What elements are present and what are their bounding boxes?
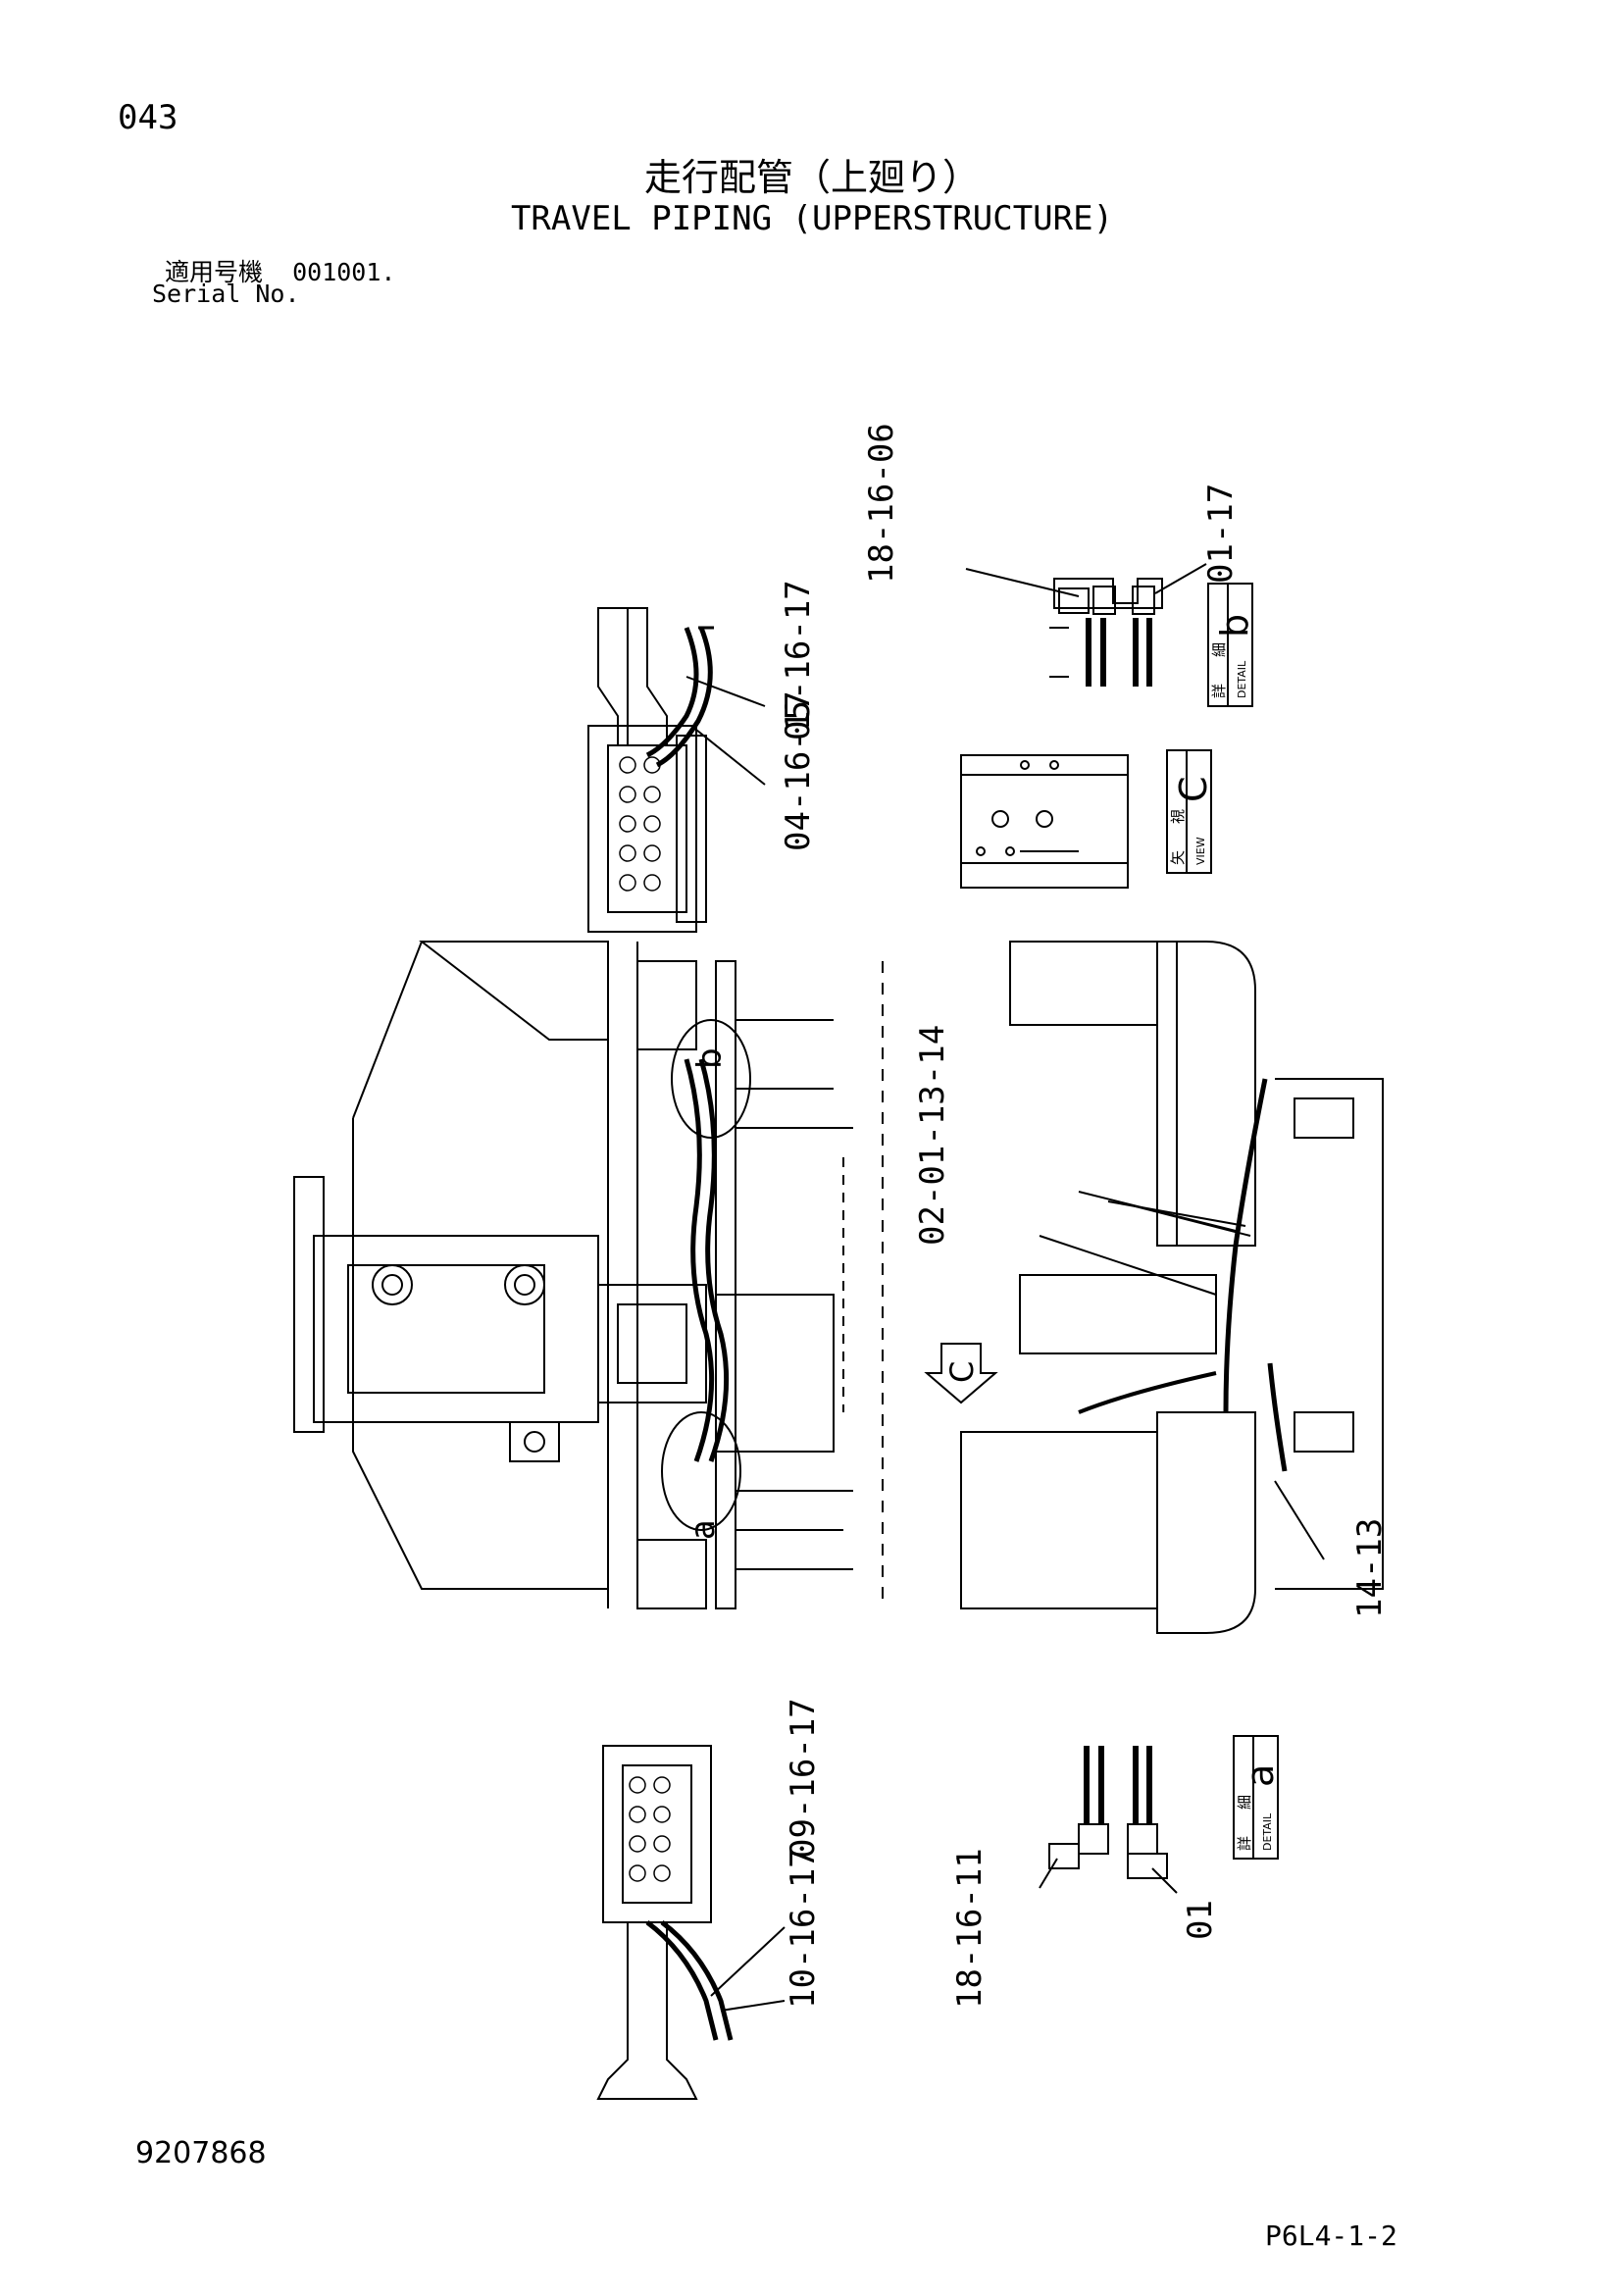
serial-label-english: Serial No. (152, 280, 300, 308)
callout-valve-upper-1: 05-16-17 (779, 580, 818, 740)
valve-detail-upper (587, 607, 714, 933)
detail-a-en: DETAIL (1261, 1812, 1274, 1851)
detail-a-letter: a (1239, 1764, 1282, 1787)
circle-marker-b-outline (671, 1019, 751, 1139)
detail-b-jp-top: 詳 (1210, 684, 1228, 698)
callout-detail-a-right: 01 (1181, 1900, 1220, 1940)
detail-a-jp-top: 詳 (1236, 1836, 1253, 1851)
callout-valve-lower-2: 10-16-17 (784, 1848, 823, 2009)
upperstructure-plan-view (293, 941, 884, 1609)
detail-b-fittings (1049, 578, 1163, 687)
view-c-box (1166, 749, 1212, 874)
view-c-jp-bottom: 視 (1169, 809, 1187, 824)
detail-b-box (1207, 583, 1253, 707)
view-c-arrow (924, 1343, 998, 1404)
title-japanese: 走行配管（上廻り） (643, 156, 980, 199)
view-c-letter: C (1172, 776, 1215, 802)
detail-b-jp-bottom: 細 (1210, 642, 1228, 657)
callout-detail-a-left: 18-16-11 (950, 1848, 990, 2009)
callout-side-view-bottom: 14-13 (1350, 1518, 1390, 1618)
view-c-jp-top: 矢 (1169, 850, 1187, 865)
circle-marker-a: a (684, 1519, 723, 1540)
view-c-en: VIEW (1194, 837, 1207, 865)
view-c-drawing (960, 754, 1129, 889)
page-code: P6L4-1-2 (1265, 2219, 1397, 2252)
callout-valve-lower-1: 09-16-17 (784, 1698, 823, 1859)
serial-label-japanese: 適用号機 001001. (165, 258, 396, 286)
valve-detail-lower (596, 1745, 734, 2100)
title-english: TRAVEL PIPING (UPPERSTRUCTURE) (510, 199, 1114, 238)
detail-a-fittings (1048, 1746, 1168, 1879)
document-number: 9207868 (135, 2136, 267, 2170)
callout-side-view-group: 02-01-13-14 (913, 1025, 952, 1246)
detail-b-letter: b (1213, 614, 1256, 638)
detail-a-box (1233, 1735, 1279, 1860)
callout-detail-b-right: 01-17 (1201, 484, 1241, 584)
detail-a-jp-bottom: 細 (1236, 1795, 1253, 1810)
circle-marker-a-outline (661, 1411, 741, 1531)
upperstructure-side-view (960, 941, 1384, 1634)
detail-b-en: DETAIL (1236, 660, 1248, 698)
circle-marker-b: b (690, 1047, 730, 1069)
callout-valve-upper-2: 04-16-17 (779, 690, 818, 851)
arrow-c-label: C (943, 1361, 981, 1383)
page-number: 043 (118, 98, 178, 137)
callout-detail-b-top: 18-16-06 (862, 423, 901, 584)
